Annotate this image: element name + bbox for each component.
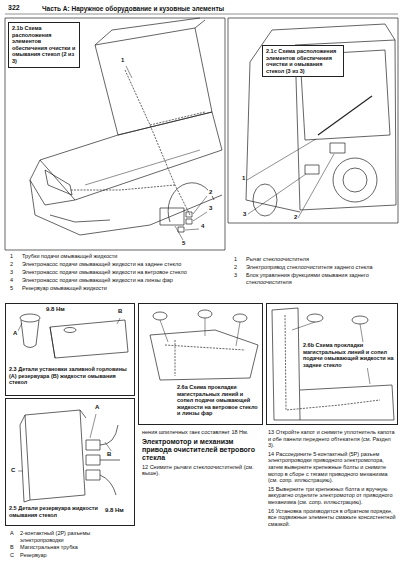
legend-text: Рычаг стеклоочистителя (246, 256, 394, 263)
legend-number: 1 (234, 256, 237, 263)
legend-number: 5 (10, 285, 13, 292)
figure-caption: 2.1c Схема расположения элементов обеспе… (266, 48, 340, 74)
callout-letter: C (10, 467, 16, 474)
callout-letter: B (106, 451, 112, 458)
torque-value: 9.8 Нм (45, 306, 66, 313)
figure-panel: 2.6а Схема прокладки магистральных линий… (138, 303, 263, 425)
legend-number: 3 (234, 272, 237, 279)
torque-value: 9.8 Нм (104, 507, 125, 514)
callout-number: 3 (208, 205, 213, 212)
legend-text: Резервуар (20, 552, 132, 559)
figure-caption: 2.6b Схема прокладки магистральных линий… (303, 342, 395, 368)
body-text: нения шпилечных гаек составляет 18 Нм. (142, 429, 262, 436)
callout-number: 5 (181, 240, 186, 247)
figure-caption: 2.6а Схема прокладки магистральных линий… (177, 384, 261, 417)
legend-text: Магистральная трубка (20, 544, 132, 551)
legend-number: 3 (10, 269, 13, 276)
legend-number: 2 (234, 264, 237, 271)
legend-text: Электронасос подачи омывающей жидкости н… (22, 277, 222, 284)
running-header: Часть А: Наружное оборудование и кузовны… (42, 5, 224, 13)
callout-letter: B (117, 308, 123, 315)
callout-number: 4 (200, 223, 205, 230)
legend-text: 2-контактный (2P) разъемы электропроводк… (20, 530, 132, 543)
callout-letter: A (12, 330, 18, 337)
legend-letter: A (10, 530, 14, 537)
legend-number: 1 (10, 253, 13, 260)
legend-text: Трубки подачи омывающей жидкости (22, 253, 222, 260)
page-number: 322 (8, 4, 20, 12)
body-text: 12 Снимите рычаги стеклоочистителей (см.… (142, 464, 262, 477)
body-text: 16 Установка производится в обратном пор… (268, 508, 396, 528)
body-text: 13 Откройте капот и снимите уплотнитель … (268, 429, 396, 449)
caption-box: 2.1c Схема расположения элементов обеспе… (262, 45, 344, 77)
body-text: 14 Рассоедините 5-контактный (5P) разъем… (268, 451, 396, 484)
callout-number: 1 (241, 175, 246, 182)
legend-number: 2 (10, 261, 13, 268)
legend-number: 4 (10, 277, 13, 284)
legend-text: Резервуар омывающей жидкости (22, 285, 222, 292)
figure-caption: 2.1b Схема расположения элементов обеспе… (12, 25, 76, 65)
callout-number: 1 (120, 57, 125, 64)
callout-number: 2 (293, 214, 298, 221)
legend-text: Электронасос подачи омывающей жидкости н… (22, 261, 222, 268)
caption-box: 2.1b Схема расположения элементов обеспе… (8, 22, 80, 68)
callout-letter: A (94, 404, 100, 411)
legend-letter: C (10, 552, 14, 559)
callout-number: 2 (208, 189, 213, 196)
figure-caption: 2.3 Детали установки заливной горловины … (9, 366, 133, 386)
callout-number: 3 (242, 211, 247, 218)
legend-text: Электропривод стеклоочистителя заднего с… (246, 264, 394, 271)
figure-caption: 2.5 Детали резервуара жидкости омывания … (9, 505, 109, 518)
legend-letter: B (10, 544, 14, 551)
legend-text: Блок управления функциями омывания задне… (246, 272, 394, 285)
legend-text: Электронасос подачи омывающей жидкости н… (22, 269, 222, 276)
figure-panel: 2.6b Схема прокладки магистральных линий… (266, 303, 398, 425)
body-text: 15 Выверните три крепежных болта и вручн… (268, 486, 396, 506)
section-heading: Электромотор и механизм привода очистите… (142, 438, 262, 462)
figure-panel: 2.3 Детали установки заливной горловины … (5, 303, 135, 396)
